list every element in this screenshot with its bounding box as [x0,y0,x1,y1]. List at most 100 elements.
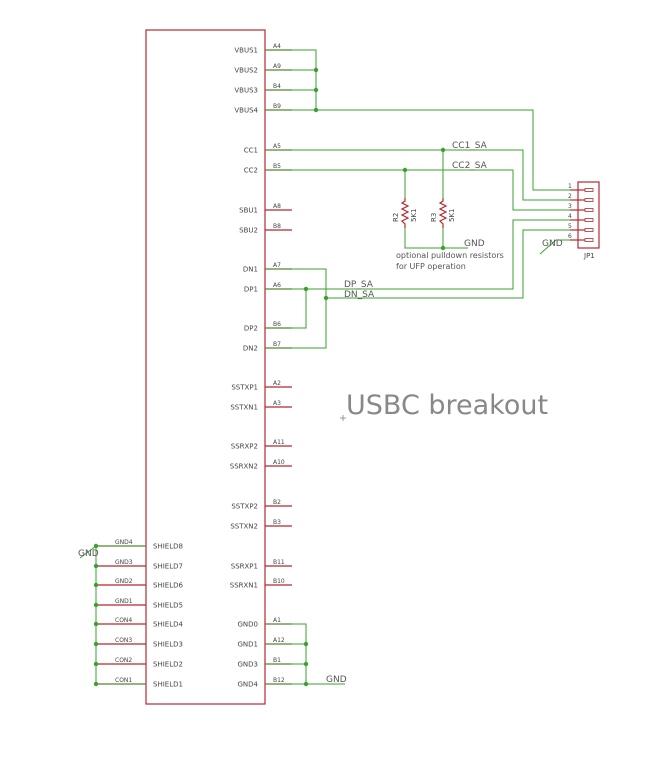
right-pin-name: DP2 [244,325,258,333]
resistor-r2-ref: R2 [392,213,400,222]
left-pin-group: SHIELD8GND4SHIELD7GND3SHIELD6GND2SHIELD5… [93,539,183,689]
right-pin-number: B9 [273,103,281,110]
right-pin-name: CC2 [244,167,258,175]
right-pin-number: B6 [273,321,281,328]
left-pin-number: CON4 [115,617,132,624]
resistor-r3-ref: R3 [430,213,438,222]
gnd-wiring-left [79,545,146,685]
left-pin-name: SHIELD6 [153,582,183,590]
right-pin-number: B8 [273,223,281,230]
left-pin-number: GND4 [115,539,133,546]
right-pin-number: A5 [273,143,281,150]
header-pin-number: 3 [568,203,572,210]
right-pin-name: SSRXN1 [230,582,258,590]
pulldown-note-line1: optional pulldown resistors [396,251,504,260]
net-label-gnd-right: GND [326,675,347,685]
right-pin-name: GND3 [237,661,258,669]
right-pin-name: GND4 [237,681,258,689]
resistor-r2 [400,198,410,228]
gnd-wiring-right [265,623,345,687]
right-pin-number: B5 [273,163,281,170]
right-pin-number: A12 [273,637,285,644]
usbc-connector-body [145,29,266,705]
right-pin-number: A11 [273,439,285,446]
left-pin-name: SHIELD8 [153,543,183,551]
right-pin-name: VBUS1 [234,47,258,55]
left-pin-number: GND2 [115,578,133,585]
header-pin-pad [584,228,594,232]
data-wiring [265,219,570,349]
net-label-gnd-left: GND [78,549,99,559]
right-pin-name: CC1 [244,147,258,155]
cc-wiring [265,147,570,251]
right-pin-number: A10 [273,459,285,466]
header-pin-number: 6 [568,233,572,240]
pulldown-note-line2: for UFP operation [396,262,466,271]
right-pin-name: DN1 [243,266,258,274]
net-label-gnd-header: GND [542,239,563,249]
right-pin-name: SSTXN1 [230,404,258,412]
right-pin-number: B2 [273,499,281,506]
right-pin-name: GND0 [237,621,258,629]
right-pin-number: B12 [273,677,285,684]
right-pin-number: B11 [273,559,285,566]
right-pin-name: DP1 [244,286,258,294]
right-pin-name: VBUS2 [234,67,258,75]
header-pin-number: 5 [568,223,572,230]
left-pin-number: CON1 [115,677,132,684]
right-pin-name: SSTXP2 [231,503,258,511]
net-label-cc1: CC1_SA [452,141,488,151]
net-label-gnd-resistors: GND [464,239,485,249]
left-pin-name: SHIELD5 [153,602,183,610]
right-pin-number: A7 [273,262,281,269]
net-label-dp: DP_SA [344,280,374,290]
right-pin-number: B7 [273,341,281,348]
header-pin-pad [584,188,594,192]
header-pin-pad [584,238,594,242]
header-pin-pad [584,218,594,222]
right-pin-name: SSTXP1 [231,384,258,392]
right-pin-number: A6 [273,282,281,289]
header-jp1: 1 2 3 4 5 6 [539,181,600,255]
left-pin-number: CON3 [115,637,132,644]
right-pin-name: SBU2 [239,227,258,235]
right-pin-name: SBU1 [239,207,258,215]
right-pin-name: DN2 [243,345,258,353]
right-pin-name: GND1 [237,641,258,649]
right-pin-number: B4 [273,83,281,90]
left-pin-name: SHIELD7 [153,563,183,571]
right-pin-number: B3 [273,519,281,526]
left-pin-name: SHIELD3 [153,641,183,649]
resistor-r2-value: 5K1 [410,209,418,223]
left-pin-name: SHIELD2 [153,661,183,669]
resistor-r3-value: 5K1 [448,209,456,223]
header-pin-number: 4 [568,213,572,220]
right-pin-number: A8 [273,203,281,210]
right-pin-name: VBUS4 [234,107,258,115]
header-pin-pad [584,208,594,212]
net-label-cc2: CC2_SA [452,161,488,171]
right-pin-number: A9 [273,63,281,70]
header-pin-number: 2 [568,193,572,200]
left-pin-name: SHIELD4 [153,621,183,629]
header-pin-pad [584,198,594,202]
right-pin-name: VBUS3 [234,87,258,95]
right-pin-name: SSRXP1 [231,563,258,571]
left-pin-number: CON2 [115,657,132,664]
right-pin-name: SSRXP2 [231,443,258,451]
left-pin-name: SHIELD1 [153,681,183,689]
left-pin-number: GND1 [115,598,133,605]
header-pin-number: 1 [568,183,572,190]
right-pin-number: A1 [273,617,281,624]
header-ref: JP1 [583,252,595,260]
vbus-wiring [265,49,570,191]
net-label-dn: DN_SA [344,290,375,300]
right-pin-number: B10 [273,578,285,585]
right-pin-number: A4 [273,43,281,50]
resistor-r3 [438,198,448,228]
right-pin-name: SSTXN2 [230,523,258,531]
right-pin-number: A2 [273,380,281,387]
right-pin-name: SSRXN2 [230,463,258,471]
